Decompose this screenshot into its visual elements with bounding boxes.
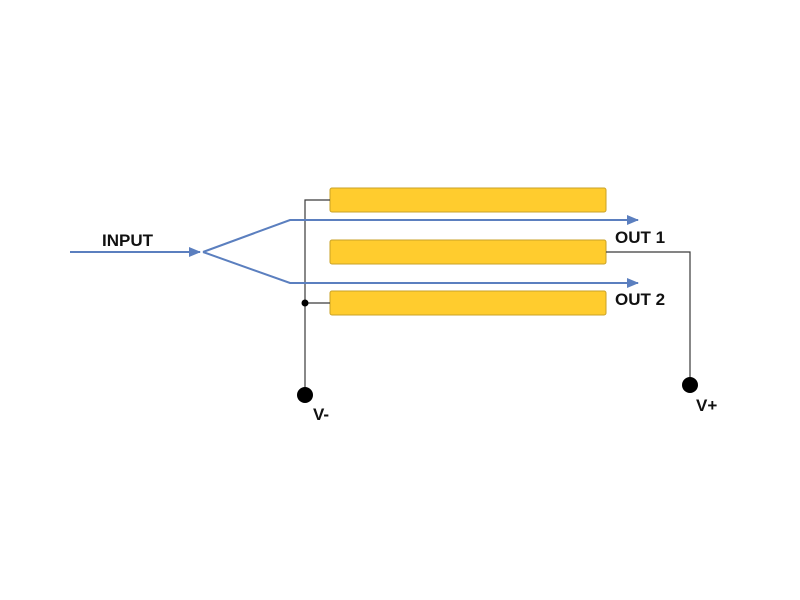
middle-electrode <box>329 239 607 265</box>
wire-junction-dot <box>301 299 309 307</box>
top-electrode <box>329 187 607 213</box>
vplus-terminal[interactable] <box>682 377 698 393</box>
out2-label: OUT 2 <box>615 290 665 309</box>
bottom-electrode <box>329 290 607 316</box>
vplus-label: V+ <box>696 396 717 415</box>
out1-label: OUT 1 <box>615 228 665 247</box>
upper-arm-waveguide <box>202 215 639 253</box>
vminus-wire <box>304 199 330 392</box>
vminus-terminal[interactable] <box>297 387 313 403</box>
lower-arm-waveguide <box>202 251 639 288</box>
input-label: INPUT <box>102 231 154 250</box>
vminus-label: V- <box>313 405 329 424</box>
vplus-wire <box>606 251 691 382</box>
